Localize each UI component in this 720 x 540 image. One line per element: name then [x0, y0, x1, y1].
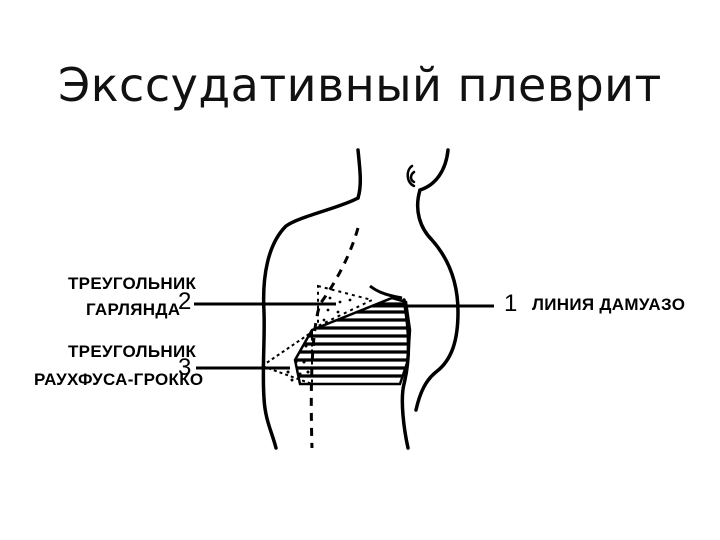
ear-detail — [406, 164, 416, 188]
damoiseau-line-label: ЛИНИЯ ДАМУАЗО — [532, 295, 686, 314]
rauchfuss-label-line1: ТРЕУГОЛЬНИК — [68, 342, 197, 361]
marker-2: 2 — [178, 288, 192, 315]
garland-label-line2: ГАРЛЯНДА — [86, 300, 181, 319]
slide-title: Экссудативный плеврит — [58, 58, 662, 112]
garland-triangle — [317, 284, 375, 328]
marker-3: 3 — [178, 354, 192, 381]
effusion-hatching — [293, 296, 412, 386]
marker-1: 1 — [504, 290, 518, 317]
rauchfuss-label-line2: РАУХФУСА-ГРОККО — [34, 370, 204, 389]
scapula-curve — [369, 284, 403, 300]
body-outline — [261, 148, 460, 450]
garland-label-line1: ТРЕУГОЛЬНИК — [68, 274, 197, 293]
spine-dashed — [309, 227, 360, 449]
rauchfuss-triangle — [259, 330, 313, 386]
